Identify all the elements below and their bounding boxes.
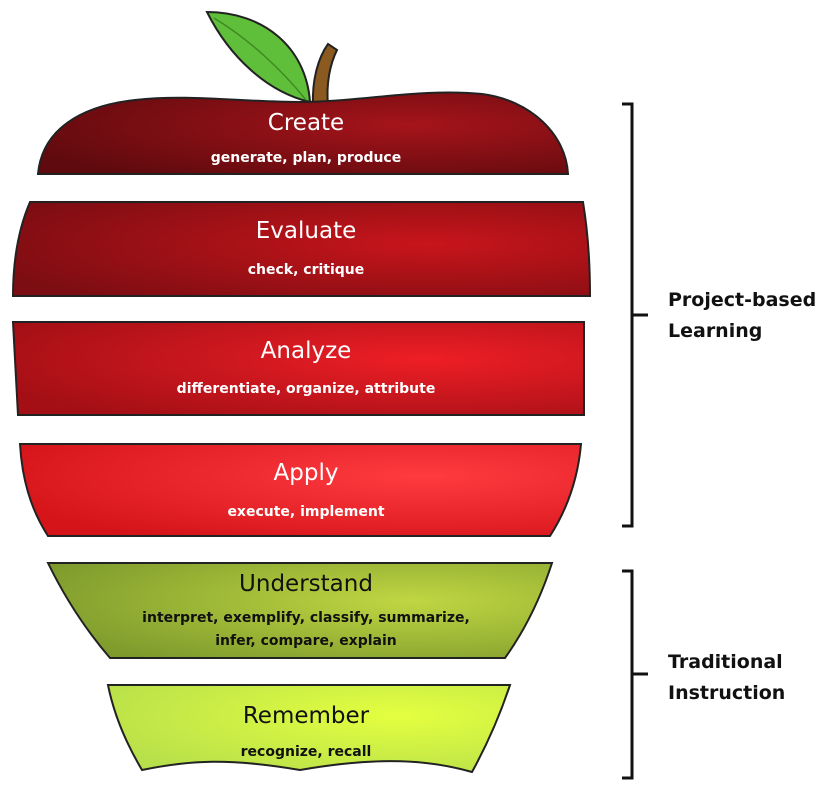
layer-desc-remember: recognize, recall <box>241 744 372 760</box>
layer-shape-remember <box>106 684 512 774</box>
group-label-project-based-2: Learning <box>668 320 762 342</box>
apple-stem <box>311 42 339 106</box>
bracket-project-based <box>622 102 648 528</box>
layer-title-analyze: Analyze <box>261 338 352 364</box>
group-label-traditional-1: Traditional <box>668 651 783 673</box>
layer-desc-understand-1: interpret, exemplify, classify, summariz… <box>142 610 470 626</box>
group-label-traditional-2: Instruction <box>668 682 785 704</box>
layer-desc-analyze: differentiate, organize, attribute <box>177 381 436 397</box>
layer-desc-apply: execute, implement <box>227 504 384 520</box>
group-label-project-based-1: Project-based <box>668 289 816 311</box>
bracket-traditional <box>622 569 648 780</box>
layer-shape-create <box>36 91 570 175</box>
layer-title-evaluate: Evaluate <box>256 218 356 244</box>
layer-desc-create: generate, plan, produce <box>211 150 401 166</box>
layer-shape-understand <box>46 562 554 659</box>
layer-desc-understand-2: infer, compare, explain <box>215 633 397 649</box>
apple-leaf-vein <box>213 17 307 101</box>
layer-shape-apply <box>18 443 583 537</box>
layer-title-apply: Apply <box>274 460 339 486</box>
layer-shape-evaluate <box>11 201 592 297</box>
layer-title-remember: Remember <box>243 703 370 729</box>
layer-title-create: Create <box>268 110 344 136</box>
layer-desc-evaluate: check, critique <box>248 262 365 278</box>
layer-shape-analyze <box>11 321 585 416</box>
apple-leaf <box>205 10 312 104</box>
layer-title-understand: Understand <box>239 571 373 597</box>
